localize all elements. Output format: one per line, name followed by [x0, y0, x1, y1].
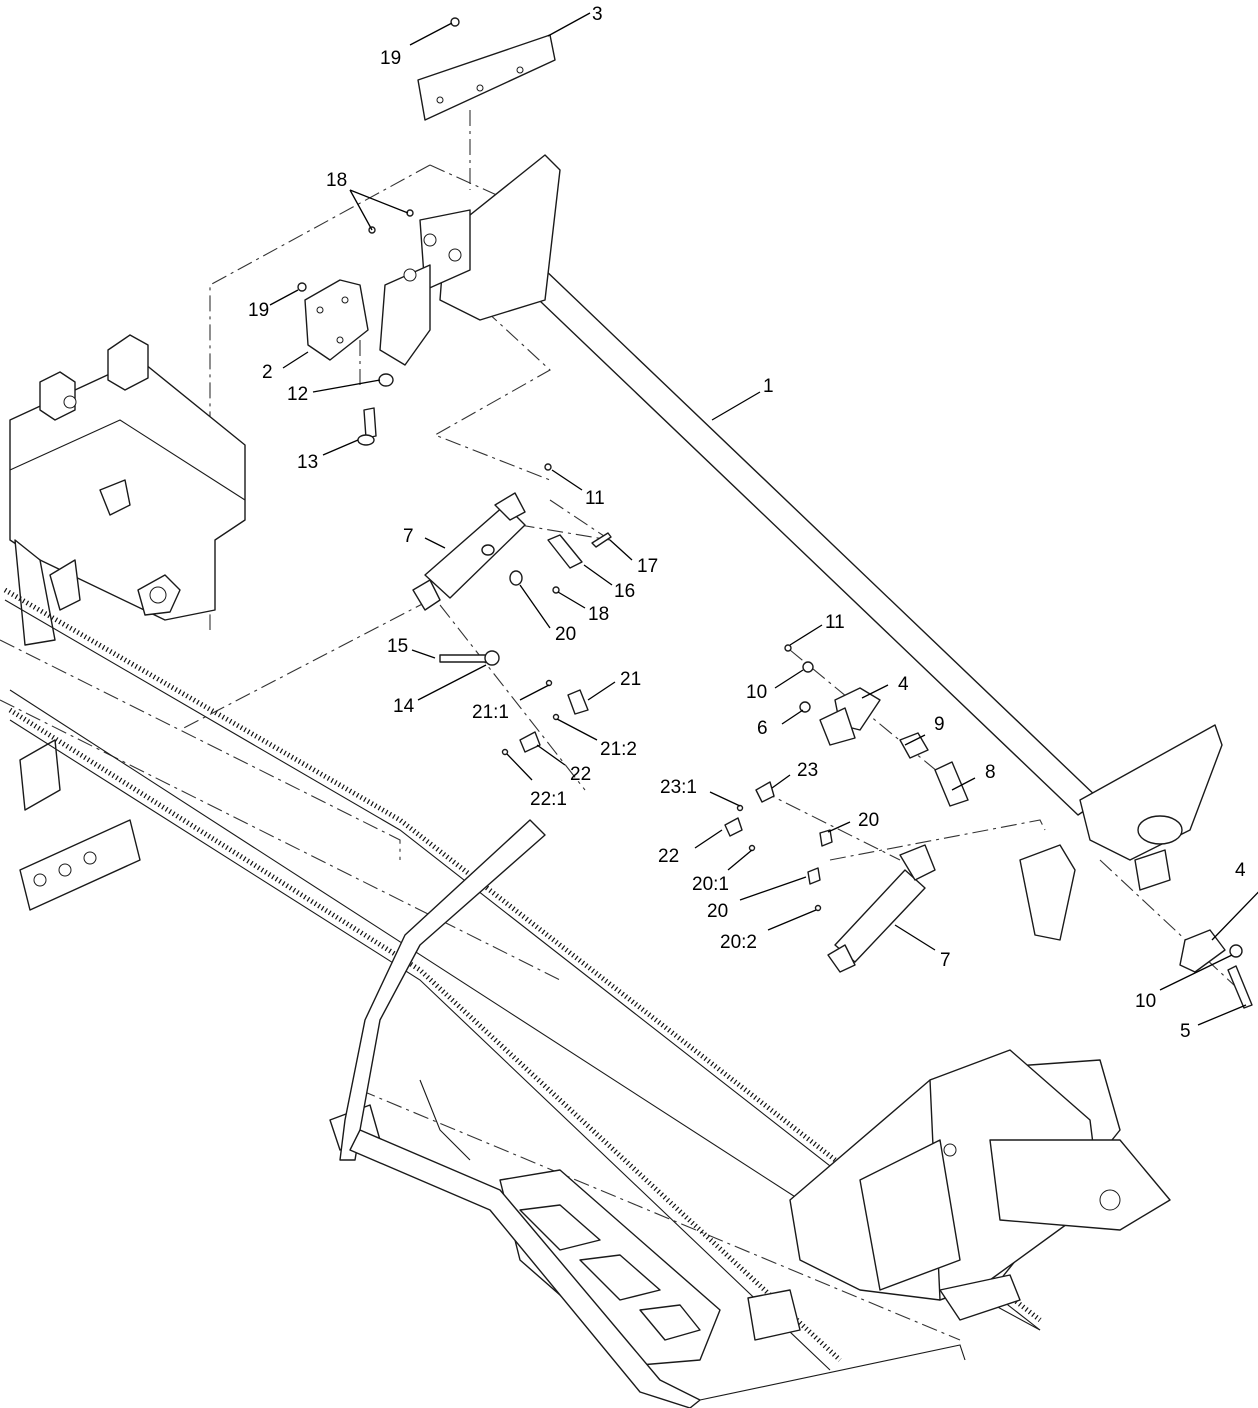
callout-20-2: 20:2: [720, 932, 757, 953]
tube-assembly: [379, 154, 1223, 941]
hardware-right: [1179, 929, 1253, 1009]
hardware-left: [297, 17, 460, 446]
callout-19b: 19: [248, 300, 269, 321]
left-frame: [9, 334, 246, 911]
callout-22b: 22: [658, 846, 679, 867]
callout-21-2: 21:2: [600, 739, 637, 760]
callout-8: 8: [985, 762, 996, 783]
callout-20a: 20: [555, 624, 576, 645]
callout-21: 21: [620, 669, 641, 690]
callout-10b: 10: [1135, 991, 1156, 1012]
callout-23: 23: [797, 760, 818, 781]
callout-19a: 19: [380, 48, 401, 69]
callout-7a: 7: [403, 526, 414, 547]
callout-labels: 19 3 18 19 2 12 13 1 11 7 17 16 18 20 15…: [248, 4, 1246, 1042]
callout-23-1: 23:1: [660, 777, 697, 798]
callout-10a: 10: [746, 682, 767, 703]
bottom-frame: [329, 819, 1171, 1408]
callout-18a: 18: [326, 170, 347, 191]
callout-9: 9: [934, 714, 945, 735]
callout-12: 12: [287, 384, 308, 405]
callout-17: 17: [637, 556, 658, 577]
callout-6: 6: [757, 718, 768, 739]
cylinder-lower: [724, 644, 969, 973]
callout-13: 13: [297, 452, 318, 473]
callout-4a: 4: [898, 674, 909, 695]
callout-11b: 11: [825, 612, 845, 633]
callout-1: 1: [763, 376, 774, 397]
callout-7b: 7: [940, 950, 951, 971]
callout-21-1: 21:1: [472, 702, 509, 723]
callout-20c: 20: [707, 901, 728, 922]
leader-lines: [269, 12, 1258, 1026]
callout-20b: 20: [858, 810, 879, 831]
callout-22a: 22: [570, 764, 591, 785]
callout-18b: 18: [588, 604, 609, 625]
cylinder-upper: [412, 463, 612, 756]
callout-20-1: 20:1: [692, 874, 729, 895]
callout-15: 15: [387, 636, 408, 657]
callout-3: 3: [592, 4, 603, 25]
callout-22-1: 22:1: [530, 789, 567, 810]
assembly-lines: [0, 110, 1251, 1341]
callout-11a: 11: [585, 488, 605, 509]
callout-14: 14: [393, 696, 415, 717]
brake-shoes: [304, 34, 556, 361]
callout-4b: 4: [1235, 860, 1246, 881]
callout-16: 16: [614, 581, 635, 602]
callout-5: 5: [1180, 1021, 1191, 1042]
callout-2: 2: [262, 362, 273, 383]
